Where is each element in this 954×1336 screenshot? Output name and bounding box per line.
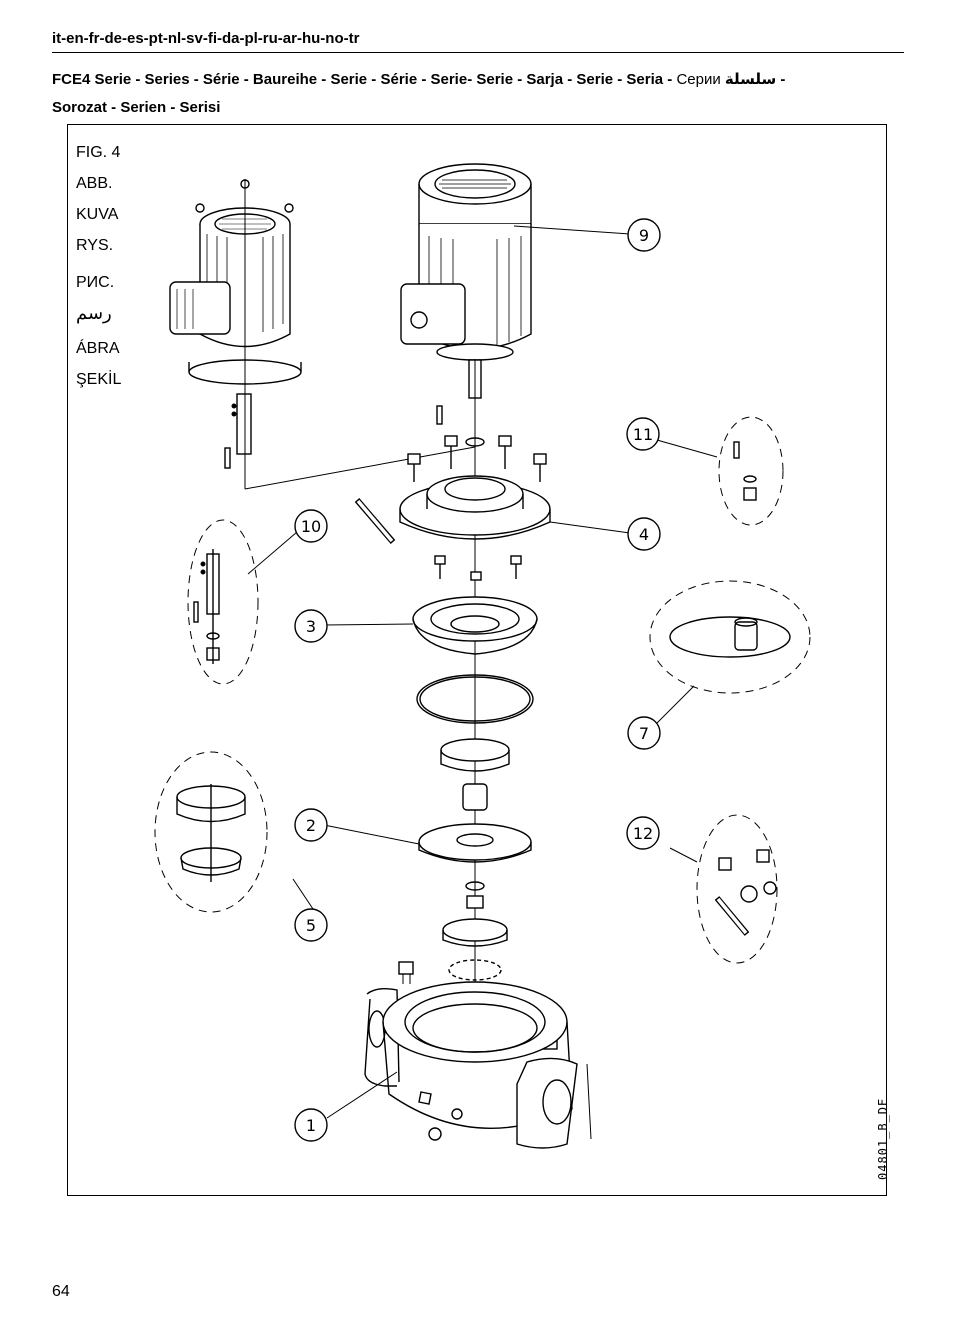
fig-label-fi: KUVA <box>76 206 119 223</box>
title-arabic: سلسلة <box>724 70 777 88</box>
exploded-view-drawing: 9 11 4 10 3 7 2 12 5 1 <box>154 163 811 1149</box>
small-motor <box>169 179 476 490</box>
fig-label-ru: РИС. <box>76 274 115 291</box>
detail-11-contents <box>733 441 757 501</box>
svg-text:2: 2 <box>306 816 316 835</box>
pump-casing <box>364 961 592 1149</box>
title-line2: Sorozat - Serien - Serisi <box>52 99 221 116</box>
figure-frame <box>67 124 887 1196</box>
callout-2: 2 <box>294 808 328 842</box>
callout-10: 10 <box>294 509 328 543</box>
detail-12-contents <box>714 849 777 936</box>
title-russian: Серии <box>676 71 721 88</box>
header-rule <box>52 52 904 53</box>
bolts-and-keys <box>354 405 547 581</box>
svg-text:9: 9 <box>639 226 649 245</box>
svg-text:10: 10 <box>301 517 321 536</box>
callout-1: 1 <box>294 1108 328 1142</box>
fig-label-ar: رسم <box>76 303 112 324</box>
motor-bracket <box>399 475 551 540</box>
callout-5: 5 <box>294 908 328 942</box>
title-main: FCE4 Serie - Series - Série - Baureihe -… <box>52 71 677 88</box>
page-number: 64 <box>52 1283 70 1300</box>
svg-text:3: 3 <box>306 617 316 636</box>
large-motor <box>400 163 532 994</box>
fig-label-tr: ŞEKİL <box>76 371 122 388</box>
callout-4: 4 <box>627 517 661 551</box>
svg-text:11: 11 <box>633 425 653 444</box>
callout-9: 9 <box>627 218 661 252</box>
callout-12: 12 <box>626 816 660 850</box>
drawing-code: 04801_B_DE <box>876 1097 890 1180</box>
detail-10-contents <box>193 549 220 664</box>
title-dash: - <box>776 71 786 88</box>
languages-header: it-en-fr-de-es-pt-nl-sv-fi-da-pl-ru-ar-h… <box>52 30 360 47</box>
pump-cover <box>412 596 538 655</box>
fig-label-it: FIG. 4 <box>76 144 121 161</box>
svg-text:4: 4 <box>639 525 649 544</box>
detail-circles <box>154 416 811 964</box>
detail-7-contents <box>669 616 791 658</box>
seal-parts <box>416 674 534 811</box>
svg-text:5: 5 <box>306 916 316 935</box>
fig-label-de: ABB. <box>76 175 113 192</box>
detail-5-contents <box>176 784 246 882</box>
fig-label-pl: RYS. <box>76 237 114 254</box>
fig-label-hu: ÁBRA <box>76 340 120 357</box>
callout-3: 3 <box>294 609 328 643</box>
figure-labels: FIG. 4 ABB. KUVA RYS. РИС. رسم ÁBRA ŞEKİ… <box>76 137 121 395</box>
series-title: FCE4 Serie - Series - Série - Baureihe -… <box>52 65 932 122</box>
svg-text:1: 1 <box>306 1116 316 1135</box>
leader-lines <box>247 225 718 1119</box>
callout-7: 7 <box>627 716 661 750</box>
callout-11: 11 <box>626 417 660 451</box>
impeller <box>418 823 532 981</box>
svg-text:12: 12 <box>633 824 653 843</box>
svg-text:7: 7 <box>639 724 649 743</box>
